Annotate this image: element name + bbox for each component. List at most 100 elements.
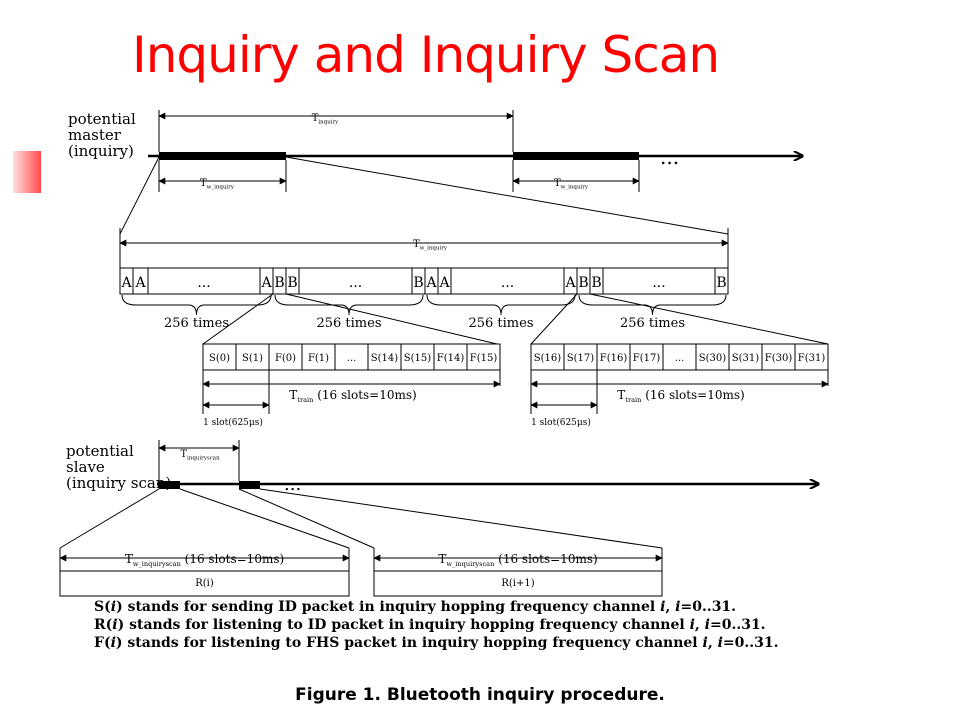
legend-sep: ,	[665, 599, 676, 615]
legend-range: =0..31.	[709, 617, 766, 633]
master-label-line: master	[68, 126, 122, 144]
slave-label-line: potential	[66, 442, 134, 460]
legend-arg: i	[110, 635, 116, 651]
sequence-cell: B	[413, 275, 423, 291]
legend-text: stands for sending ID packet in inquiry …	[122, 599, 661, 615]
train-2-table	[530, 343, 829, 371]
times-256-label-2: 256 times	[316, 316, 381, 331]
legend-text: stands for listening to ID packet in inq…	[124, 617, 690, 633]
train-2-cell: S(16)	[534, 353, 561, 364]
master-label-line: (inquiry)	[68, 142, 134, 160]
times-256-label-3: 256 times	[468, 316, 533, 331]
legend-arg: i	[112, 617, 118, 633]
sequence-cell: ...	[652, 275, 665, 291]
legend-open: (	[103, 635, 111, 651]
train-1-cell: ...	[347, 353, 357, 364]
legend-sym: F	[94, 635, 104, 651]
legend-arg2: i	[689, 617, 695, 633]
zoom-line	[238, 488, 375, 549]
sequence-cell: A	[260, 275, 272, 291]
train-2-cell: S(17)	[567, 353, 594, 364]
zoom-line	[119, 156, 160, 235]
legend-arg: i	[110, 599, 117, 615]
legend-arg2: i	[702, 635, 708, 651]
legend-open: (	[104, 599, 111, 615]
legend-close: )	[115, 635, 123, 651]
legend-sym: R	[94, 617, 106, 633]
master-ellipsis: ...	[660, 145, 679, 169]
sequence-cell: B	[287, 275, 297, 291]
t-inquiryscan-label: Tinquiryscan	[180, 449, 220, 462]
sequence-cell: A	[438, 275, 450, 291]
legend-close: )	[117, 617, 125, 633]
train-2-ttrain-label: Ttrain (16 slots=10ms)	[617, 388, 744, 404]
legend-sep: ,	[707, 635, 718, 651]
sequence-cell: ...	[349, 275, 362, 291]
zoom-line	[589, 293, 829, 345]
train-1-cell: F(15)	[470, 353, 498, 364]
zoom-line	[179, 488, 350, 549]
legend-range: =0..31.	[722, 635, 779, 651]
train-2-cell: F(31)	[798, 353, 826, 364]
legend-sep: ,	[694, 617, 705, 633]
train-1-table	[202, 343, 501, 371]
legend-arg3: i	[717, 635, 723, 651]
inquiry-window-1	[159, 152, 286, 160]
sequence-cell: ...	[197, 275, 210, 291]
legend-arg2: i	[660, 599, 666, 615]
tw-inquiry-expanded-label: Tw_inquiry	[413, 239, 448, 252]
sequence-cell: ...	[501, 275, 514, 291]
figure-caption: Figure 1. Bluetooth inquiry procedure.	[295, 685, 665, 705]
sequence-cell: B	[274, 275, 284, 291]
scan-window-2	[239, 481, 260, 489]
sequence-cell: B	[591, 275, 601, 291]
times-256-label-1: 256 times	[164, 316, 229, 331]
tw-inquiry-label-1: Tw_inquiry	[200, 178, 235, 191]
zoom-line	[259, 488, 663, 549]
scan-window-1	[159, 481, 180, 489]
master-label-line: potential	[68, 110, 136, 128]
times-256-brace	[426, 294, 576, 316]
zoom-line	[59, 488, 160, 549]
scan-1-window	[59, 570, 350, 597]
train-2-cell: S(30)	[699, 353, 726, 364]
scan-1-label: R(i)	[195, 578, 214, 589]
legend-item: F(i) stands for listening to FHS packet …	[94, 634, 778, 652]
scan-2-window	[373, 570, 663, 597]
times-256-label-4: 256 times	[620, 316, 685, 331]
times-256-brace	[121, 294, 272, 316]
legend-range: =0..31.	[680, 599, 737, 615]
train-1-cell: F(0)	[275, 353, 296, 364]
times-256-brace	[578, 294, 727, 316]
slave-label-line: slave	[66, 458, 105, 476]
inquiry-window-2	[513, 152, 639, 160]
sequence-cell: A	[564, 275, 576, 291]
tw-inquiry-label-2: Tw_inquiry	[554, 178, 589, 191]
times-256-brace	[274, 294, 424, 316]
legend-sym: S	[94, 599, 105, 615]
slave-label-line: (inquiry scan)	[66, 474, 171, 492]
train-1-ttrain-label: Ttrain (16 slots=10ms)	[289, 388, 416, 404]
zoom-line	[285, 293, 498, 345]
train-1-cell: S(1)	[242, 353, 263, 364]
zoom-line	[202, 293, 274, 345]
legend-item: R(i) stands for listening to ID packet i…	[94, 616, 778, 634]
train-2-cell: F(17)	[633, 353, 661, 364]
zoom-line	[530, 293, 578, 345]
scan-2-label: R(i+1)	[501, 578, 534, 589]
legend-item: S(i) stands for sending ID packet in inq…	[94, 598, 778, 616]
slide-title: Inquiry and Inquiry Scan	[132, 26, 720, 84]
legend-arg3: i	[704, 617, 710, 633]
train-1-cell: F(1)	[308, 353, 329, 364]
train-2-slot-label: 1 slot(625μs)	[531, 417, 591, 428]
t-inquiry-label: Tinquiry	[312, 113, 339, 126]
train-2-cell: F(16)	[600, 353, 628, 364]
sequence-row	[119, 267, 729, 295]
scan-1-tw-label: Tw_inquiryscan (16 slots=10ms)	[125, 552, 284, 568]
scan-2-tw-label: Tw_inquiryscan (16 slots=10ms)	[438, 552, 597, 568]
sequence-cell: A	[134, 275, 146, 291]
legend-text: stands for listening to FHS packet in in…	[122, 635, 703, 651]
legend: S(i) stands for sending ID packet in inq…	[94, 598, 778, 652]
train-1-cell: S(14)	[371, 353, 398, 364]
